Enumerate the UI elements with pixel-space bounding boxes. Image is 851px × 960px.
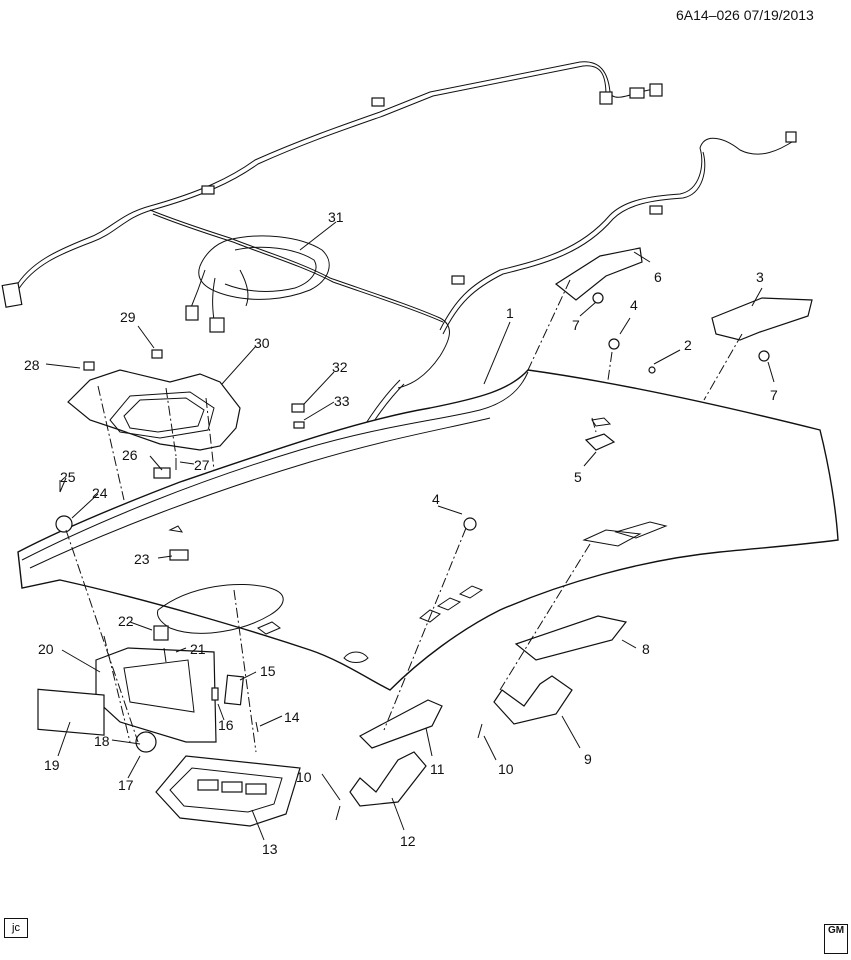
callout-26: 26 (122, 447, 138, 463)
callout-labels: 1 2 3 4 4 5 6 7 7 8 9 10 10 11 12 13 14 … (24, 209, 778, 857)
callout-19: 19 (44, 757, 60, 773)
callout-25: 25 (60, 469, 76, 485)
gm-logo-text: GM (827, 925, 845, 936)
callout-4a: 4 (630, 297, 638, 313)
callout-32: 32 (332, 359, 348, 375)
callout-1: 1 (506, 305, 514, 321)
callout-4b: 4 (432, 491, 440, 507)
callout-33: 33 (334, 393, 350, 409)
leader-lines (45, 221, 775, 841)
callout-5: 5 (574, 469, 582, 485)
callout-20: 20 (38, 641, 54, 657)
callout-18: 18 (94, 733, 110, 749)
callout-7b: 7 (770, 387, 778, 403)
headliner-panel (17, 369, 839, 691)
callout-31: 31 (328, 209, 344, 225)
console-frame (67, 369, 241, 451)
lamp-lenses (359, 615, 628, 749)
alignment-lines (65, 279, 743, 753)
callout-16: 16 (218, 717, 234, 733)
roof-brackets (554, 247, 813, 341)
callout-10b: 10 (498, 761, 514, 777)
callout-9: 9 (584, 751, 592, 767)
callout-30: 30 (254, 335, 270, 351)
gm-logo: GM (824, 924, 848, 954)
callout-21: 21 (190, 641, 206, 657)
overhead-console (155, 755, 301, 827)
callout-22: 22 (118, 613, 134, 629)
artist-initials-box: jc (4, 918, 28, 938)
callout-12: 12 (400, 833, 416, 849)
page-header-ref: 6A14–026 07/19/2013 (676, 7, 814, 23)
small-parts (55, 292, 770, 821)
callout-17: 17 (118, 777, 134, 793)
callout-10a: 10 (296, 769, 312, 785)
callout-6: 6 (654, 269, 662, 285)
callout-15: 15 (260, 663, 276, 679)
storage-module (37, 647, 217, 743)
callout-28: 28 (24, 357, 40, 373)
callout-11: 11 (430, 761, 445, 777)
callout-8: 8 (642, 641, 650, 657)
callout-27: 27 (194, 457, 210, 473)
callout-29: 29 (120, 309, 136, 325)
callout-7a: 7 (572, 317, 580, 333)
callout-13: 13 (262, 841, 278, 857)
callout-3: 3 (756, 269, 764, 285)
callout-14: 14 (284, 709, 300, 725)
grab-handles (349, 675, 573, 807)
callout-2: 2 (684, 337, 692, 353)
callout-24: 24 (92, 485, 108, 501)
callout-23: 23 (134, 551, 150, 567)
